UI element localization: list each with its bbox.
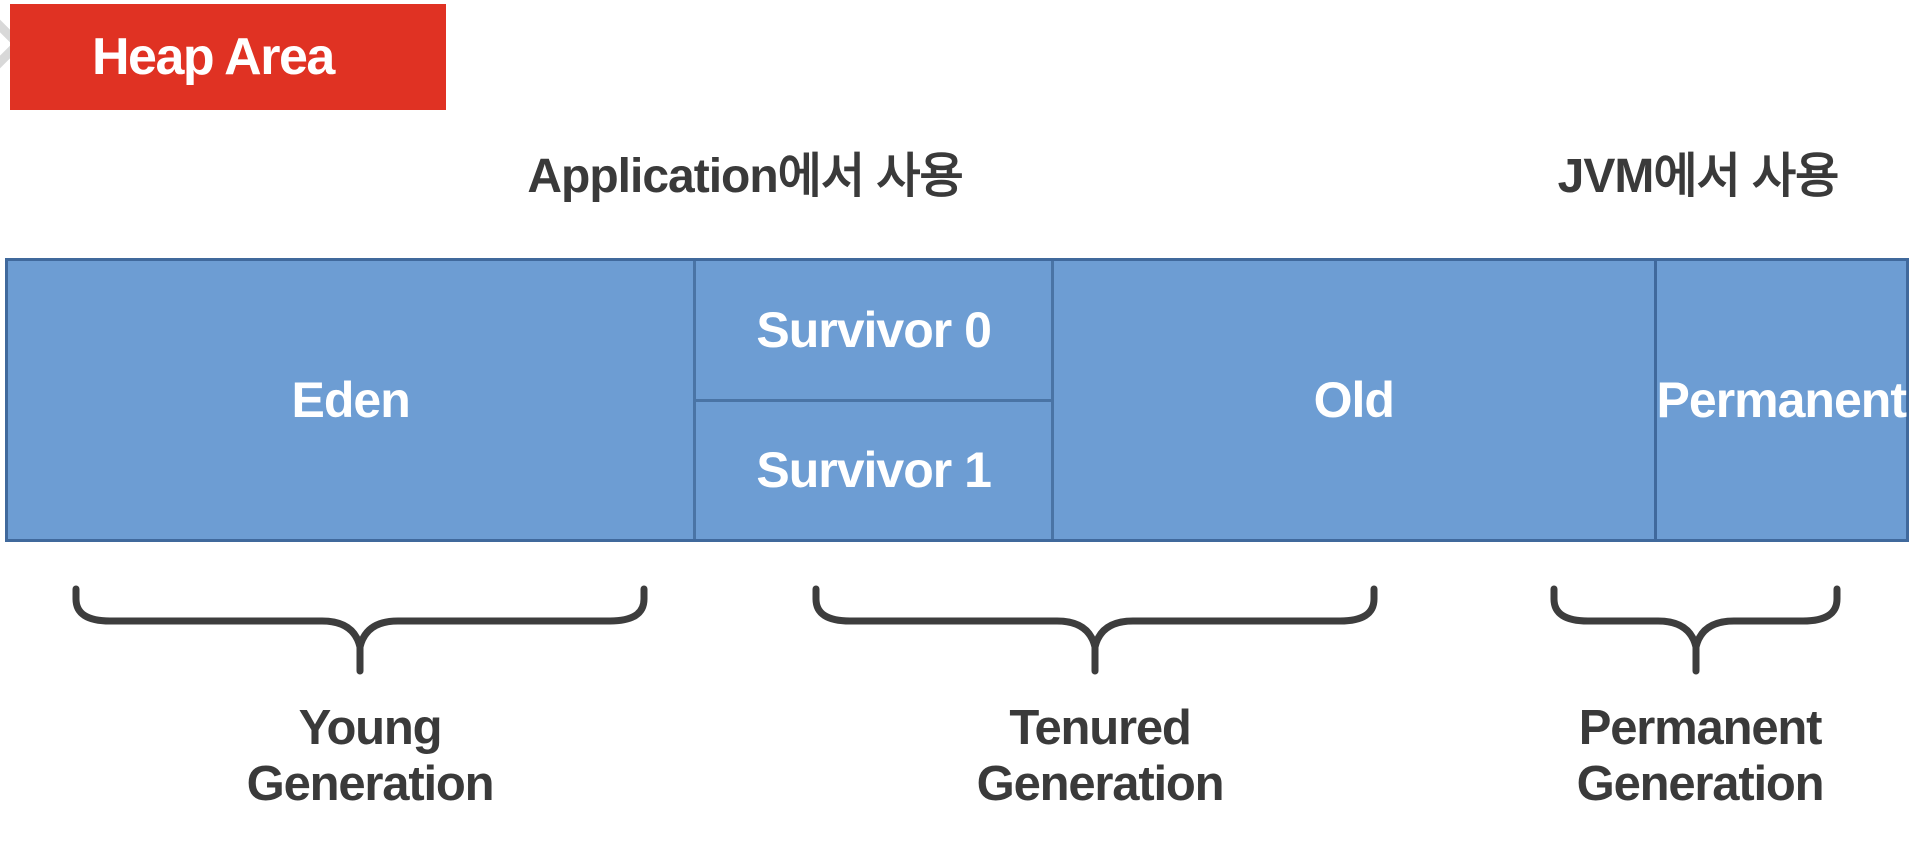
young-generation-caption: Young Generation [70, 700, 670, 813]
memory-region-eden: Eden [8, 261, 694, 539]
permanent-generation-caption-line1: Permanent [1578, 701, 1823, 755]
heap-area-badge: Heap Area [10, 4, 446, 110]
tenured-generation-brace-icon [810, 585, 1380, 675]
tenured-generation-caption-line2: Generation [976, 757, 1225, 812]
memory-region-old-label: Old [1313, 372, 1395, 428]
heap-memory-bar: Eden Survivor 0 Survivor 1 Old Permanent [5, 258, 1909, 542]
young-generation-caption-line2: Generation [246, 757, 495, 812]
memory-region-eden-label: Eden [291, 372, 411, 428]
memory-region-permanent: Permanent [1656, 261, 1907, 539]
memory-region-survivors: Survivor 0 Survivor 1 [693, 261, 1055, 540]
application-usage-caption: Application에서 사용 [527, 150, 963, 203]
memory-region-survivor-1: Survivor 1 [696, 398, 1052, 540]
memory-region-survivor-0-label: Survivor 0 [756, 301, 992, 358]
permanent-generation-caption: Permanent Generation [1400, 700, 1924, 813]
memory-region-old: Old [1054, 261, 1657, 539]
memory-region-survivor-0: Survivor 0 [696, 261, 1051, 399]
permanent-generation-brace-icon [1548, 585, 1843, 675]
heap-area-badge-label: Heap Area [92, 28, 335, 86]
memory-region-survivor-1-label: Survivor 1 [756, 442, 992, 499]
young-generation-caption-line1: Young [298, 701, 443, 755]
permanent-generation-caption-line2: Generation [1576, 757, 1825, 812]
tenured-generation-caption-line1: Tenured [1009, 701, 1191, 755]
young-generation-brace-icon [70, 585, 650, 675]
tenured-generation-caption: Tenured Generation [800, 700, 1400, 813]
memory-region-permanent-label: Permanent [1656, 372, 1907, 428]
jvm-usage-caption: JVM에서 사용 [1557, 150, 1840, 203]
